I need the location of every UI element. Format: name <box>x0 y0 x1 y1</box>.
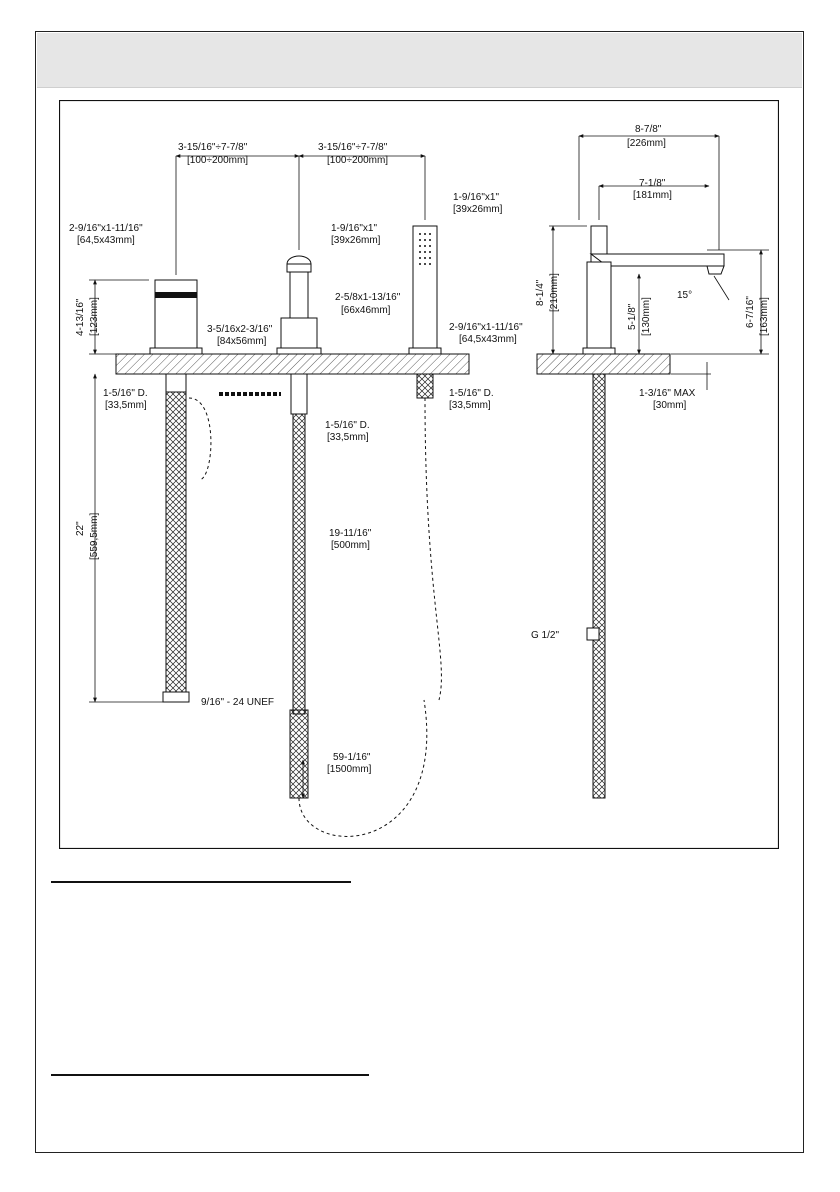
label-shower-base: 2-9/16"x1-11/16" <box>449 322 523 333</box>
deck-left <box>115 353 470 375</box>
label-angle: 15° <box>677 290 692 301</box>
label-shower-hose-mm: [1500mm] <box>327 764 372 775</box>
label-shower-hose: 59-1/16" <box>333 752 371 763</box>
label-spout-reach-mm: [226mm] <box>627 138 666 149</box>
label-hose-length: 22" <box>75 521 86 536</box>
label-spacing-right-mm: [100÷200mm] <box>327 155 388 166</box>
label-valve-top-mm: [39x26mm] <box>331 235 381 246</box>
label-spacing-left: 3-15/16"÷7-7/8" <box>178 142 248 153</box>
technical-drawing-frame: 3-15/16"÷7-7/8" [100÷200mm] 3-15/16"÷7-7… <box>58 99 780 850</box>
hand-shower-right <box>408 225 442 701</box>
label-shower-top: 1-9/16"x1" <box>453 192 499 203</box>
label-hole-mid-mm: [33,5mm] <box>327 432 369 443</box>
label-spacing-left-mm: [100÷200mm] <box>187 155 248 166</box>
label-mid-hose: 19-11/16" <box>329 528 372 539</box>
label-valve-top: 1-9/16"x1" <box>331 223 377 234</box>
label-base-size: 3-5/16x2-3/16" <box>207 324 273 335</box>
label-mid-hose-mm: [500mm] <box>331 540 370 551</box>
label-spout-reach: 8-7/8" <box>635 124 662 135</box>
label-spout-body-h: 5-1/8" <box>627 303 638 330</box>
label-hole-right-mm: [33,5mm] <box>449 400 491 411</box>
label-deck-max-mm: [30mm] <box>653 400 687 411</box>
label-base-size-mm: [84x56mm] <box>217 336 267 347</box>
label-spout-arm: 7-1/8" <box>639 178 666 189</box>
label-connector: G 1/2" <box>531 630 559 641</box>
label-hole-left: 1-5/16" D. <box>103 388 148 399</box>
drawing-border <box>58 99 780 850</box>
dimension-labels: 3-15/16"÷7-7/8" [100÷200mm] 3-15/16"÷7-7… <box>69 124 770 775</box>
label-spout-arm-mm: [181mm] <box>633 190 672 201</box>
label-spout-total-h-mm: [210mm] <box>549 273 560 312</box>
label-shower-top-mm: [39x26mm] <box>453 204 503 215</box>
label-spout-outlet-h-mm: [163mm] <box>759 297 770 336</box>
label-spout-body-h-mm: [130mm] <box>641 297 652 336</box>
label-spacing-right: 3-15/16"÷7-7/8" <box>318 142 388 153</box>
diverter-valve-center <box>219 255 428 837</box>
technical-drawing: 3-15/16"÷7-7/8" [100÷200mm] 3-15/16"÷7-7… <box>58 99 780 850</box>
label-handle-height-mm: [123mm] <box>89 297 100 336</box>
label-valve-body: 2-5/8x1-13/16" <box>335 292 401 303</box>
dimension-lines <box>89 134 769 799</box>
label-spout-outlet-h: 6-7/16" <box>745 296 756 328</box>
label-shower-base-mm: [64,5x43mm] <box>459 334 517 345</box>
spout-side-view <box>582 225 725 799</box>
deck-right <box>536 353 671 375</box>
label-hose-length-mm: [559,5mm] <box>89 513 100 560</box>
label-thread: 9/16" - 24 UNEF <box>201 697 274 708</box>
section-rule-1 <box>51 881 351 883</box>
label-hole-mid: 1-5/16" D. <box>325 420 370 431</box>
label-valve-body-mm: [66x46mm] <box>341 305 391 316</box>
label-spout-total-h: 8-1/4" <box>535 279 546 306</box>
label-deck-max: 1-3/16" MAX <box>639 388 696 399</box>
handle-valve-left <box>149 279 212 703</box>
label-handle-height: 4-13/16" <box>75 298 86 336</box>
section-rule-2 <box>51 1074 369 1076</box>
header-band <box>37 33 802 88</box>
label-hole-left-mm: [33,5mm] <box>105 400 147 411</box>
label-handle-size: 2-9/16"x1-11/16" <box>69 223 143 234</box>
label-hole-right: 1-5/16" D. <box>449 388 494 399</box>
page-sheet <box>35 31 804 1153</box>
label-handle-size-mm: [64,5x43mm] <box>77 235 135 246</box>
